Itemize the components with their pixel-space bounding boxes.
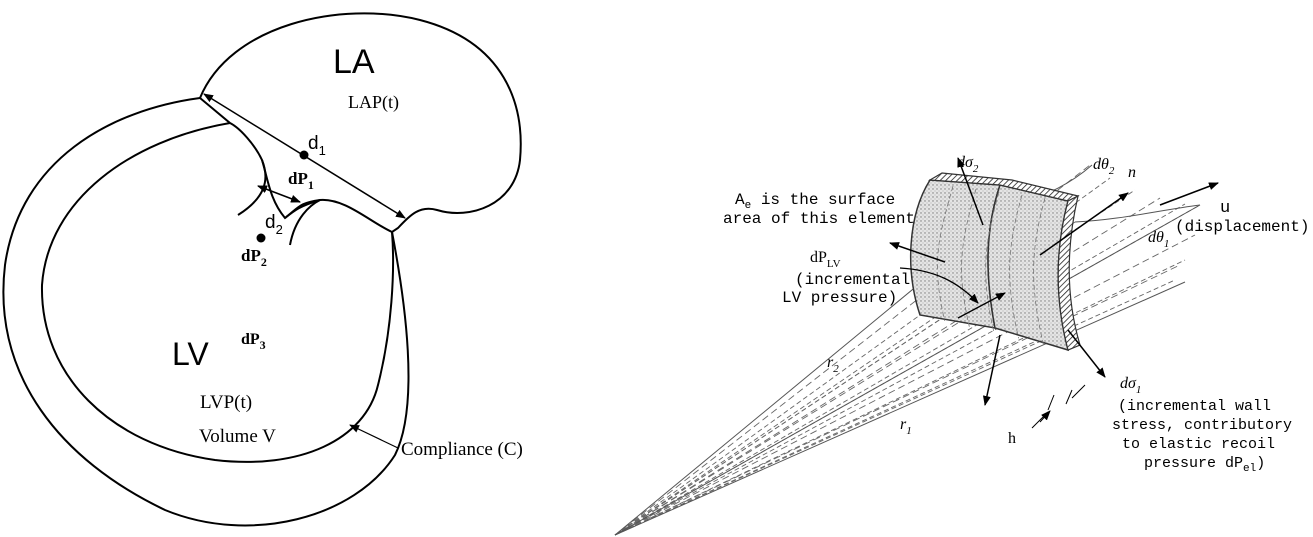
dp2-label: dP2 xyxy=(241,246,267,269)
d1-label: d1 xyxy=(308,133,326,158)
ae-annotation-line2: area of this element xyxy=(723,210,915,228)
d2-point xyxy=(257,234,266,243)
cone-dash-line xyxy=(615,300,1050,535)
r1-label: r1 xyxy=(900,416,912,437)
lv-label: LV xyxy=(172,336,209,372)
wall-element-diagram: dσ2 dθ2 n u (displacement) dθ1 Ae is the… xyxy=(615,154,1309,535)
dp1-label: dP1 xyxy=(288,169,314,192)
d2-label: d2 xyxy=(265,212,283,237)
dsigma2-label: dσ2 xyxy=(957,154,979,175)
heart-diagram: LA LAP(t) d1 dP1 d2 dP2 LV dP3 LVP(t) Vo… xyxy=(3,13,522,525)
displacement-u-arrow xyxy=(1160,183,1218,205)
n-label: n xyxy=(1128,164,1136,181)
outer-surface-stippled xyxy=(988,185,1068,350)
compliance-label: Compliance (C) xyxy=(401,439,523,460)
dplv-label: dPLV xyxy=(810,249,841,270)
cone-dash-line xyxy=(615,265,1180,535)
dsigma1-label: dσ1 xyxy=(1120,375,1141,396)
cone-edge-line xyxy=(615,205,1200,535)
lvp-label: LVP(t) xyxy=(200,392,252,413)
compliance-arrow xyxy=(350,425,398,448)
h-dimension-arrow xyxy=(1040,411,1050,422)
lap-label: LAP(t) xyxy=(348,92,399,113)
incremental-lv-line1: (incremental xyxy=(795,271,910,289)
displacement-label: (displacement) xyxy=(1175,218,1309,236)
dtheta1-label: dθ1 xyxy=(1148,229,1169,250)
cone-dash-line xyxy=(615,330,1060,535)
dp1-arrow xyxy=(258,186,300,202)
volume-label: Volume V xyxy=(199,426,276,447)
ae-annotation-line1: Ae is the surface xyxy=(735,191,895,212)
dtheta2-label: dθ2 xyxy=(1093,156,1115,177)
u-label: u xyxy=(1220,199,1230,218)
stress-annotation-line3: to elastic recoil xyxy=(1122,436,1275,453)
stress-annotation-line1: (incremental wall xyxy=(1118,398,1271,415)
lv-outer-wall xyxy=(3,98,408,525)
r2-label: r2 xyxy=(827,354,839,375)
stress-annotation-line2: stress, contributory xyxy=(1112,417,1292,434)
cone-dash-line xyxy=(615,198,1160,535)
la-label: LA xyxy=(333,43,375,81)
dsigma1-arrow xyxy=(1068,330,1105,377)
h-label: h xyxy=(1008,430,1016,447)
cone-edge-line xyxy=(615,282,1185,535)
incremental-lv-line2: LV pressure) xyxy=(782,289,897,307)
stress-annotation-line4: pressure dPel) xyxy=(1144,455,1265,475)
dp3-label: dP3 xyxy=(241,331,266,352)
